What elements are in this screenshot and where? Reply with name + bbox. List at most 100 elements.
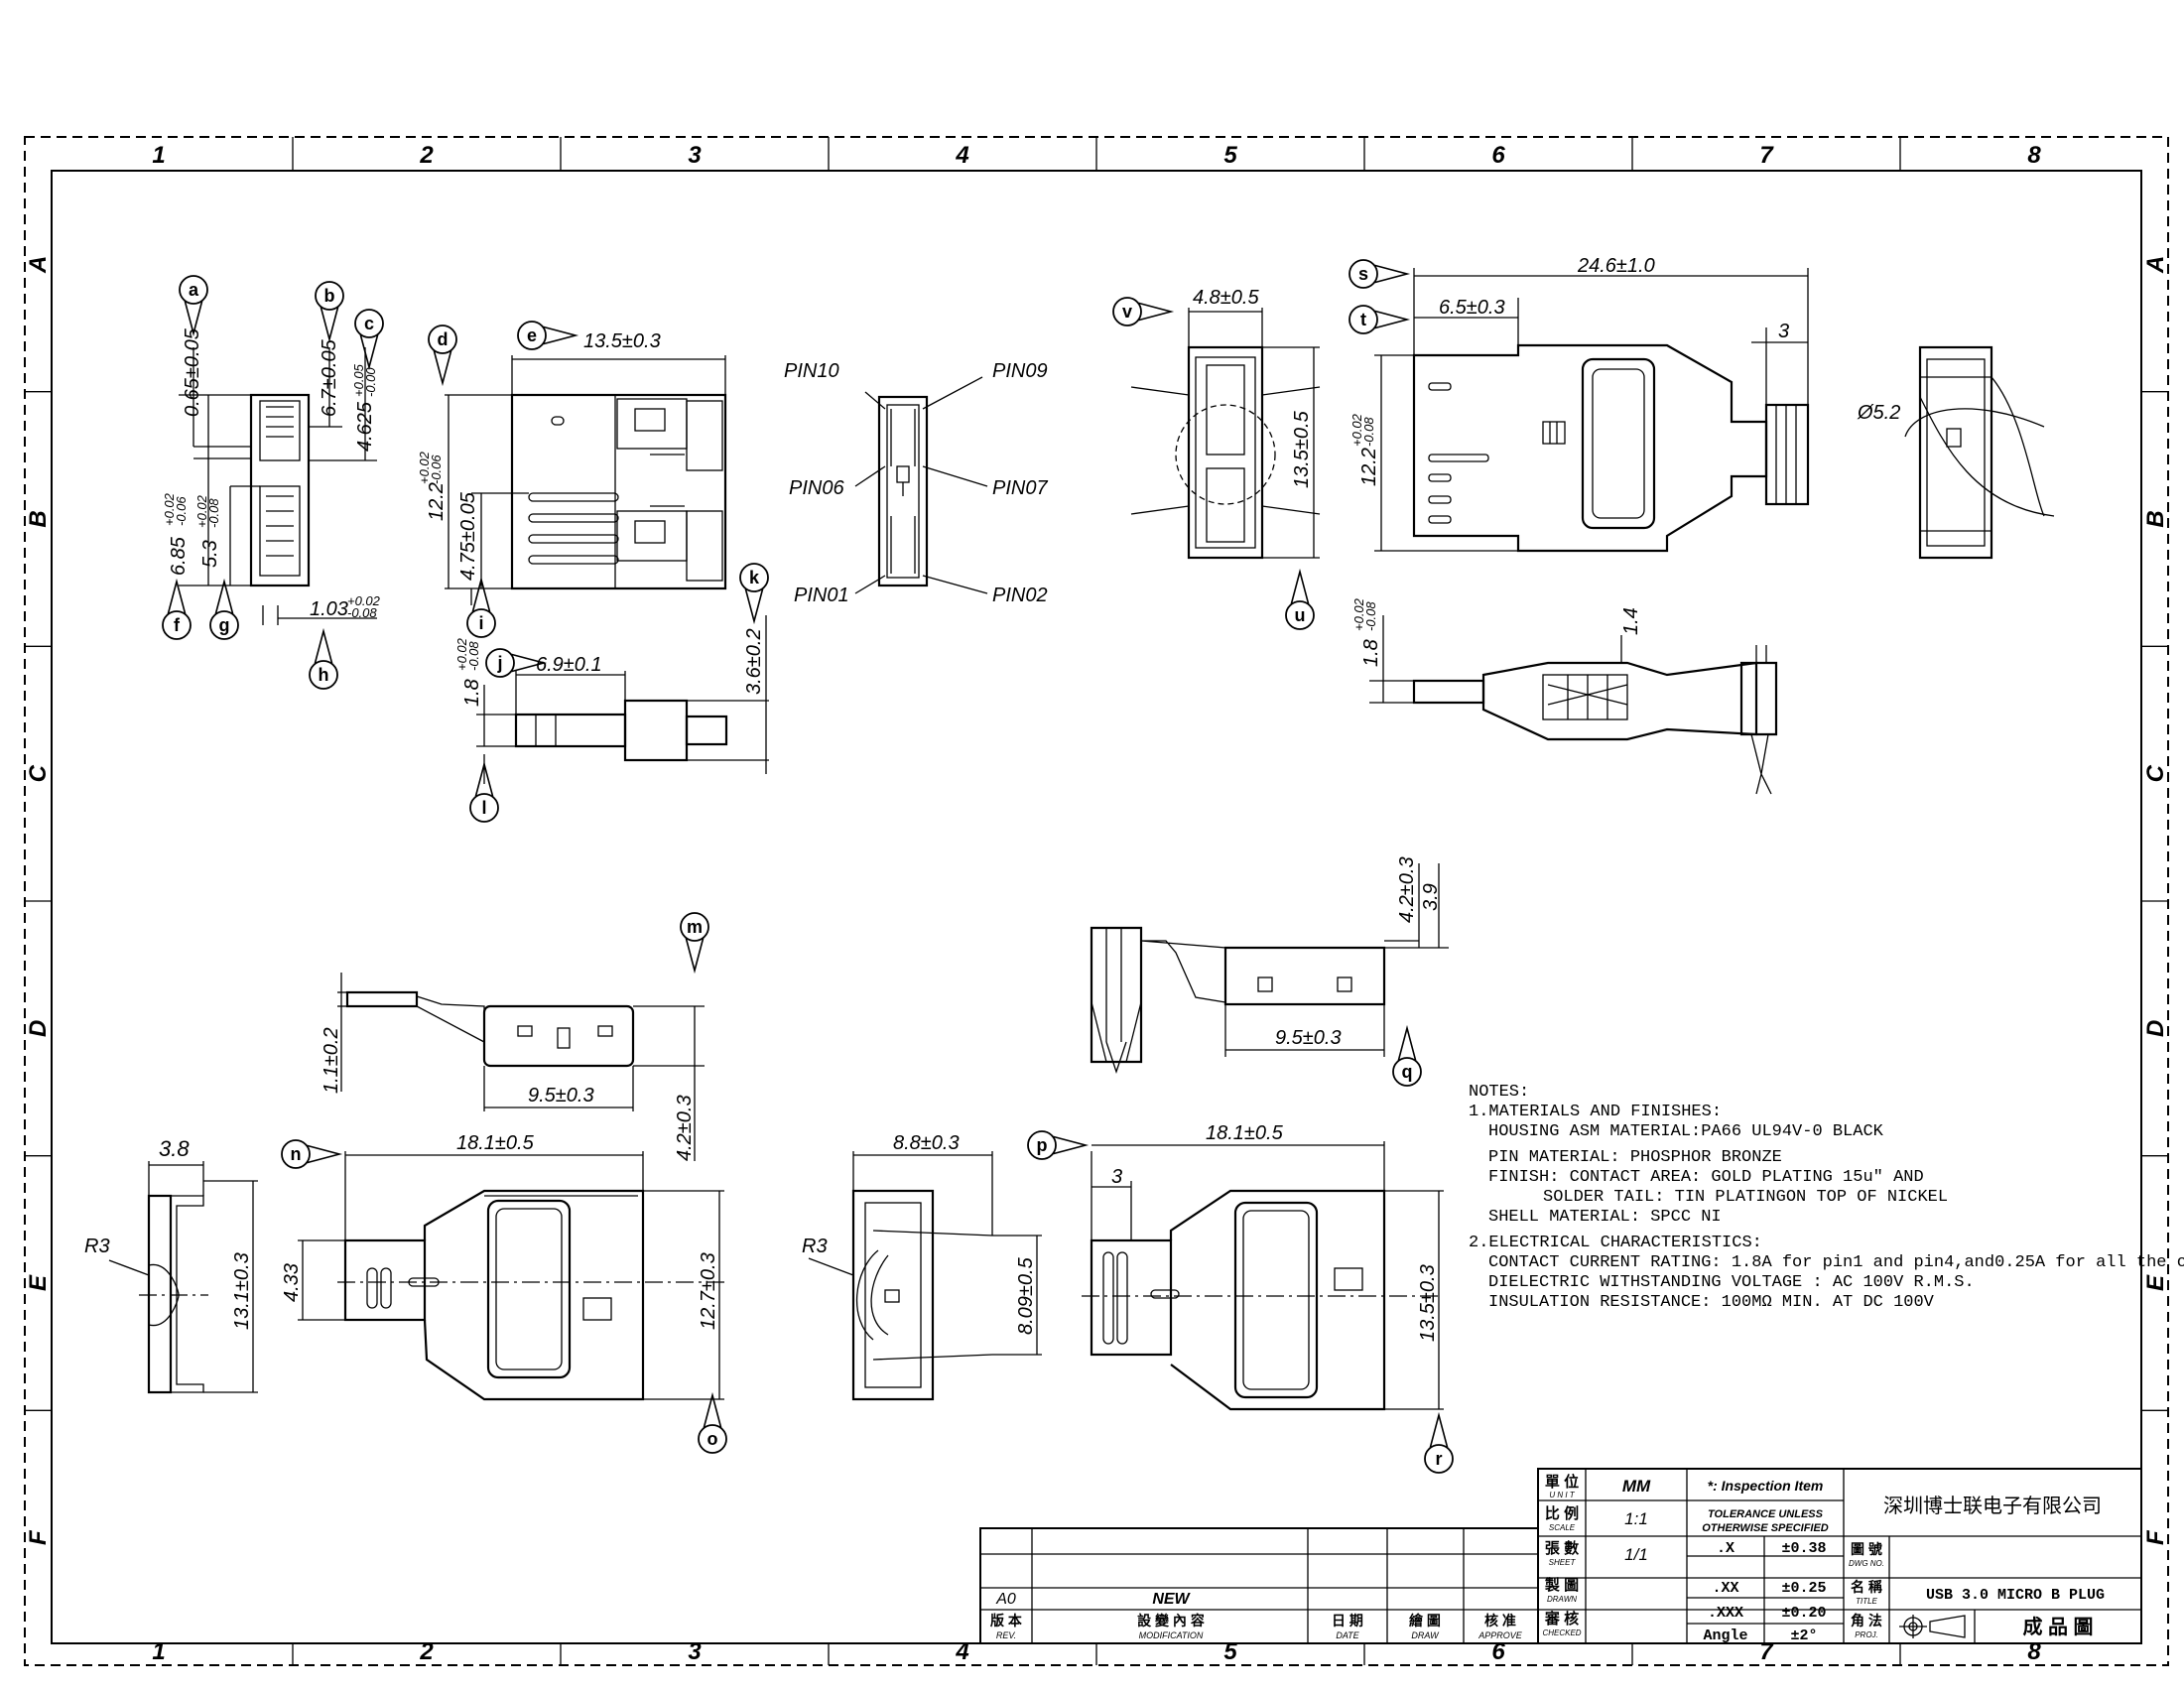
zone-col-bottom-4: 4 [955, 1638, 968, 1665]
dim-side-h: 12.2 [1358, 448, 1380, 486]
rev-label: 版 本 [990, 1613, 1023, 1628]
unit-value: MM [1622, 1477, 1651, 1496]
zone-col-bottom-7: 7 [1759, 1638, 1774, 1665]
dim-left-h: 13.1±0.3 [231, 1252, 253, 1330]
callout-u: u [1285, 568, 1315, 630]
dim-mid-w: 8.8±0.3 [893, 1132, 960, 1154]
dim-g-tol-dn: -0.08 [206, 498, 221, 528]
svg-text:d: d [438, 329, 449, 349]
mod-value: NEW [1152, 1591, 1191, 1608]
note-current-rating: CONTACT CURRENT RATING: 1.8A for pin1 an… [1488, 1253, 2184, 1272]
scale-label: 比 例 [1545, 1504, 1579, 1522]
view-pinout: PIN10 PIN09 PIN06 PIN07 PIN01 PIN02 [784, 360, 1048, 606]
dim-g-tol-up: +0.02 [194, 494, 209, 528]
dim-mid-h: 8.09±0.5 [1015, 1256, 1037, 1335]
svg-text:f: f [174, 615, 181, 635]
dim-c-tol-up: +0.05 [351, 363, 366, 397]
callout-v: v [1112, 297, 1175, 326]
tol-key-x: .X [1717, 1540, 1734, 1557]
zone-col-bottom-6: 6 [1491, 1638, 1505, 1665]
dim-t: 6.5±0.3 [1439, 297, 1505, 319]
zone-row-left-E: E [25, 1274, 52, 1291]
dim-i: 4.75±0.05 [457, 491, 479, 581]
callout-p: p [1027, 1130, 1090, 1160]
note-solder-tail: SOLDER TAIL: TIN PLATINGON TOP OF NICKEL [1543, 1188, 1948, 1207]
approve-label: 核 准 [1484, 1613, 1516, 1628]
view-front-assembled: 4.8±0.5 13.5±0.5 [1130, 287, 1321, 560]
svg-text:r: r [1435, 1449, 1442, 1469]
svg-text:n: n [291, 1144, 302, 1164]
dim-left-r: R3 [84, 1236, 110, 1257]
dim-f-tol-up: +0.02 [162, 492, 177, 526]
dim-c: 4.625 [354, 401, 376, 452]
svg-text:a: a [189, 280, 199, 300]
zone-row-right-D: D [2142, 1020, 2169, 1037]
name-label: 名 稱 [1851, 1579, 1882, 1595]
tol-key-angle: Angle [1703, 1628, 1747, 1644]
dim-g: 5.3 [199, 540, 221, 568]
tol-val-angle: ±2° [1790, 1628, 1817, 1644]
note-finish: FINISH: CONTACT AREA: GOLD PLATING 15u" … [1488, 1168, 1924, 1187]
notes-section-1: 1.MATERIALS AND FINISHES: [1469, 1103, 1722, 1121]
drawn-label: 製 圖 [1544, 1576, 1579, 1594]
dim-j-tol-dn: -0.08 [466, 641, 481, 671]
sheet-label: 張 數 [1545, 1539, 1579, 1557]
approve-sub: APPROVE [1477, 1630, 1523, 1640]
dim-q-h1: 4.2±0.3 [1396, 856, 1418, 923]
zone-col-top-1: 1 [152, 142, 165, 169]
svg-text:u: u [1295, 605, 1306, 625]
zone-row-left-A: A [25, 256, 52, 274]
dim-c-tol-dn: -0.00 [363, 367, 378, 397]
dim-side-h-dn: -0.08 [1361, 417, 1376, 447]
zone-col-top-4: 4 [955, 142, 968, 169]
svg-text:l: l [481, 798, 486, 818]
notes-heading: NOTES: [1469, 1083, 1529, 1102]
checked-label: 審 核 [1544, 1610, 1579, 1628]
zone-col-top-3: 3 [688, 142, 702, 169]
checked-sub: CHECKED [1542, 1628, 1581, 1637]
svg-text:e: e [527, 326, 537, 345]
mod-sub: MODIFICATION [1139, 1630, 1204, 1640]
notes-block: NOTES: 1.MATERIALS AND FINISHES: HOUSING… [1469, 1083, 2184, 1312]
date-sub: DATE [1336, 1630, 1359, 1640]
scale-sub: SCALE [1549, 1523, 1576, 1532]
view-top-assembled: 24.6±1.0 6.5±0.3 3 12.2 +0.02 -0.08 [1349, 255, 1810, 553]
note-dielectric: DIELECTRIC WITHSTANDING VOLTAGE : AC 100… [1488, 1273, 1975, 1292]
svg-text:m: m [687, 917, 703, 937]
dim-sec-top: 1.4 [1620, 607, 1642, 635]
zone-row-left-F: F [25, 1529, 52, 1545]
callout-g: g [209, 578, 239, 640]
svg-text:q: q [1402, 1062, 1413, 1082]
dim-p-3: 3 [1111, 1166, 1122, 1188]
callout-m: m [680, 912, 709, 975]
dim-j: 1.8 [461, 679, 483, 707]
svg-text:p: p [1037, 1135, 1048, 1155]
tolerance-line2: OTHERWISE SPECIFIED [1702, 1522, 1829, 1534]
callout-j: j [485, 648, 548, 678]
dim-s: 24.6±1.0 [1577, 255, 1655, 277]
view-shell-m: 1.1±0.2 9.5±0.3 4.2±0.3 [321, 973, 705, 1161]
zone-col-top-8: 8 [2027, 142, 2041, 169]
note-housing: HOUSING ASM MATERIAL:PA66 UL94V-0 BLACK [1488, 1122, 1884, 1141]
note-pin-material: PIN MATERIAL: PHOSPHOR BRONZE [1488, 1148, 1782, 1167]
dim-left-w: 3.8 [159, 1136, 190, 1161]
zone-row-right-B: B [2142, 510, 2169, 527]
zone-col-bottom-8: 8 [2027, 1638, 2041, 1665]
scale-value: 1:1 [1624, 1509, 1648, 1528]
svg-text:g: g [219, 615, 230, 635]
callout-l: l [469, 760, 499, 823]
zone-row-right-A: A [2142, 256, 2169, 274]
pin02-label: PIN02 [992, 585, 1048, 606]
projection-symbol-icon [1899, 1615, 1966, 1638]
zone-row-right-F: F [2142, 1529, 2169, 1545]
view-side-plug: 6.9±0.1 1.8 +0.02 -0.08 3.6±0.2 [454, 615, 769, 784]
dim-n-h: 4.33 [281, 1263, 303, 1302]
unit-label: 單 位 [1545, 1473, 1579, 1491]
view-top-plug: 13.5±0.3 12.2 +0.02 -0.06 4.75±0.05 [417, 330, 727, 605]
dim-f: 6.85 [168, 536, 190, 576]
dim-a: 0.65±0.05 [182, 327, 203, 417]
callout-a: a [179, 275, 208, 337]
sheet-value: 1/1 [1624, 1545, 1648, 1564]
